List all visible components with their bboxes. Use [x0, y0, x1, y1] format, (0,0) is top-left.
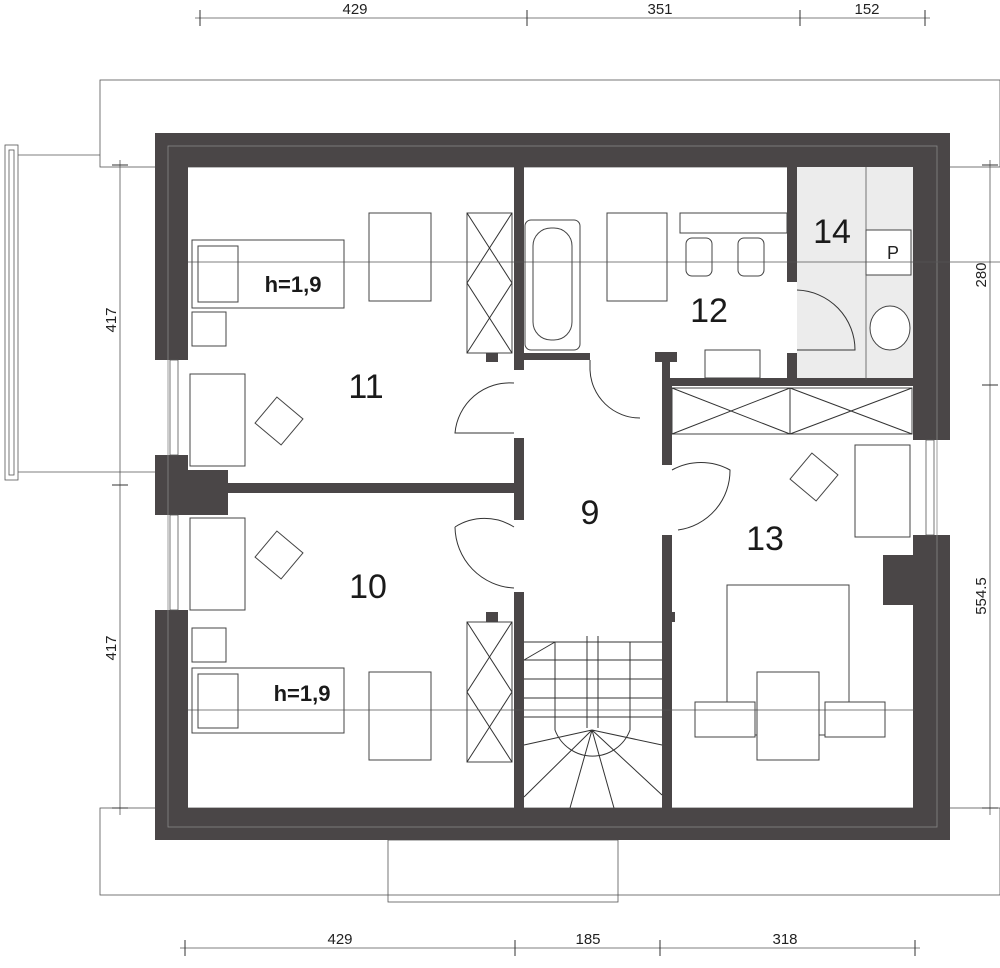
dimension-lines: [112, 10, 1000, 956]
furniture: [189, 212, 911, 761]
room-12-label: 12: [690, 292, 728, 330]
room-14-label: 14: [813, 213, 851, 251]
dim-top-2: 351: [647, 1, 672, 18]
wardrobes: [466, 212, 913, 763]
toilet: [685, 237, 713, 277]
dim-bottom-2: 185: [575, 931, 600, 948]
bidet: [737, 237, 765, 277]
room-13-label: 13: [746, 520, 784, 558]
room-10-label: 10: [349, 568, 387, 606]
dim-left-2: 417: [103, 635, 120, 660]
bathroom-fixtures: [524, 167, 912, 380]
shower-tray: [704, 349, 761, 379]
room-11-height: h=1,9: [265, 272, 322, 297]
dim-bottom-3: 318: [772, 931, 797, 948]
doors: [454, 289, 856, 589]
windows: [169, 359, 935, 611]
exterior-walls: [155, 133, 950, 840]
room-11-label: 11: [348, 368, 383, 406]
dim-top-3: 152: [854, 1, 879, 18]
dim-right-2: 554.5: [973, 577, 990, 615]
room-14-fixture-label: P: [887, 243, 899, 263]
balcony: [4, 144, 155, 481]
dim-top-1: 429: [342, 1, 367, 18]
dim-bottom-1: 429: [327, 931, 352, 948]
room-10-height: h=1,9: [274, 681, 331, 706]
dim-left-1: 417: [103, 307, 120, 332]
dim-right-1: 280: [973, 262, 990, 287]
chimney: [883, 555, 913, 605]
sink: [869, 305, 911, 351]
staircase: [523, 636, 663, 809]
room-9-label: 9: [581, 494, 600, 532]
interior-walls: [188, 167, 913, 808]
